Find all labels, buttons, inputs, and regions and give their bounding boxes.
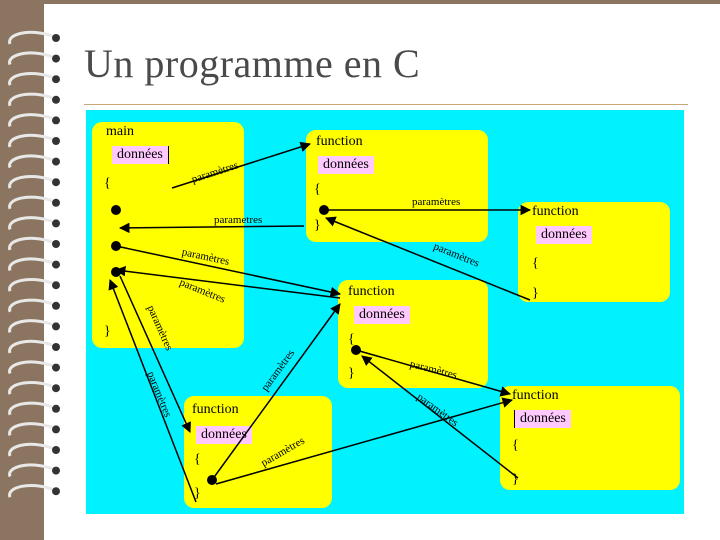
arrow-function2-to-function1 [326, 218, 530, 300]
call-dot-main-2 [111, 241, 121, 251]
call-dot-main-3 [111, 267, 121, 277]
param-label-2: parametres [214, 214, 262, 226]
call-dot-main-1 [111, 205, 121, 215]
arrow-main-to-function5 [120, 276, 190, 432]
call-dot-function3 [351, 345, 361, 355]
arrow-main-to-function3 [116, 246, 340, 294]
arrow-function3-to-main [116, 270, 340, 298]
call-dot-function1 [319, 205, 329, 215]
arrow-line-to-main-1 [120, 226, 304, 228]
call-dot-function5 [207, 475, 217, 485]
param-label-3: paramètres [412, 196, 460, 208]
